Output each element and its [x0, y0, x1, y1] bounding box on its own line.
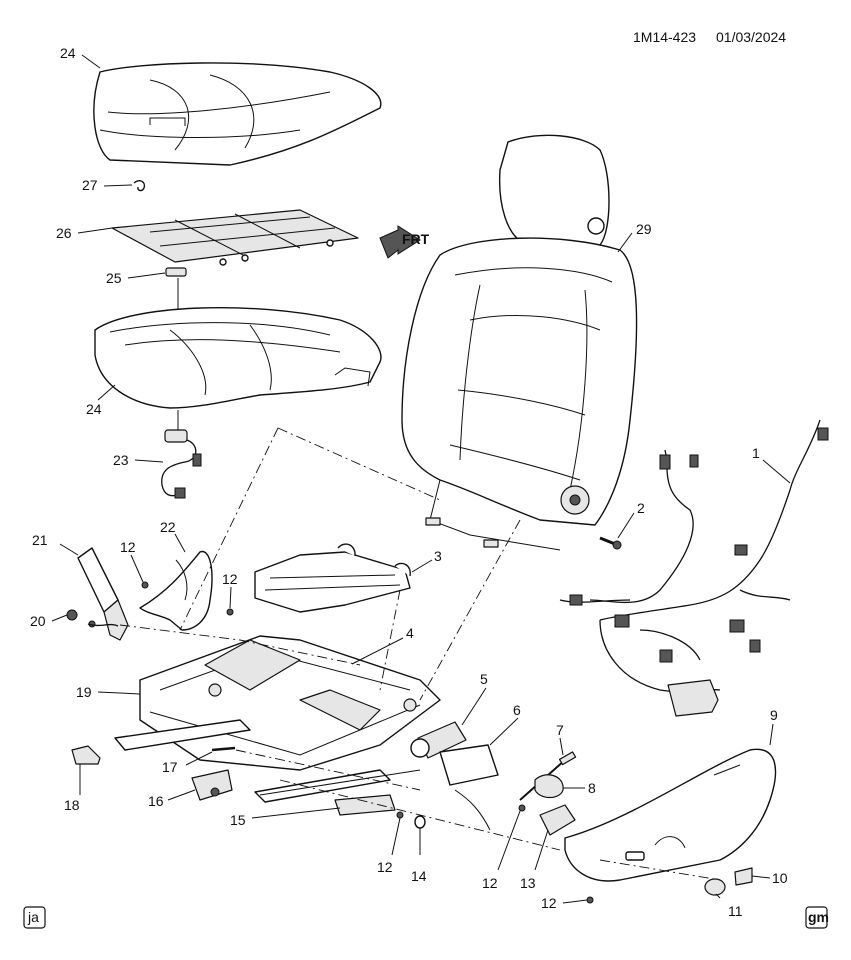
callout-1: 1	[752, 445, 760, 461]
callout-4: 4	[406, 625, 414, 641]
callout-17: 17	[162, 759, 178, 775]
svg-text:gm: gm	[808, 909, 829, 925]
tube-15	[334, 794, 396, 816]
forward-arrow: FRT	[379, 225, 430, 259]
belt-buckle	[77, 547, 129, 641]
diagram-code: 1M14-423	[633, 29, 696, 45]
callout-9: 9	[770, 707, 778, 723]
callout-16: 16	[148, 793, 164, 809]
screw-12-icon	[586, 896, 594, 904]
seat-adjuster-frame	[114, 635, 441, 803]
callout-7: 7	[556, 722, 564, 738]
assembly-centerlines	[119, 427, 721, 881]
callout-27: 27	[82, 177, 98, 193]
callout-15: 15	[230, 812, 246, 828]
svg-text:FRT: FRT	[402, 231, 430, 247]
seat-side-shield	[564, 748, 777, 882]
callout-12-e: 12	[541, 895, 557, 911]
callout-13: 13	[520, 875, 536, 891]
callout-12-d: 12	[482, 875, 498, 891]
adjuster-motor	[191, 769, 233, 801]
switch-knob-11	[704, 878, 726, 896]
callout-22: 22	[160, 519, 176, 535]
diagram-date: 01/03/2024	[716, 29, 786, 45]
nut-20-icon	[66, 609, 78, 621]
callout-10: 10	[772, 870, 788, 886]
washer-14-icon	[414, 815, 426, 829]
switch-knob-10	[734, 867, 753, 886]
side-trim-panel	[139, 550, 213, 631]
callout-25: 25	[106, 270, 122, 286]
seat-motor	[410, 721, 467, 759]
callout-11: 11	[728, 903, 743, 919]
callout-29: 29	[636, 221, 652, 237]
support-bracket	[439, 744, 499, 831]
svg-text:ja: ja	[27, 909, 39, 925]
callout-23: 23	[113, 452, 129, 468]
seat-cushion-cover	[93, 62, 382, 166]
screw-12-icon	[396, 811, 404, 819]
callout-21: 21	[32, 532, 48, 548]
callout-28: 24	[60, 45, 76, 61]
callout-3: 3	[434, 548, 442, 564]
callout-12-b: 12	[222, 571, 238, 587]
screw-12-icon	[518, 804, 526, 812]
seat-cushion-pan	[111, 209, 359, 266]
callout-6: 6	[513, 702, 521, 718]
corner-badge-left: ja	[23, 906, 46, 929]
callout-12-a: 12	[120, 539, 136, 555]
seat-adjuster-switch	[539, 804, 576, 836]
seat-back-assembly	[401, 134, 638, 551]
callout-2: 2	[637, 500, 645, 516]
heater-harness	[161, 410, 202, 499]
callout-14: 14	[411, 868, 427, 884]
seat-mat	[254, 543, 411, 613]
callout-12-c: 12	[377, 859, 393, 875]
wiring-harness	[559, 419, 829, 717]
sensor-pad	[165, 267, 187, 277]
seat-cushion-pad	[94, 306, 382, 409]
lumbar-switch	[534, 774, 564, 799]
clip-27-icon	[133, 180, 146, 192]
screw-12-icon	[226, 608, 234, 616]
callout-24: 24	[86, 401, 102, 417]
track-end-cap	[71, 745, 101, 765]
bolt-17-icon	[211, 746, 236, 752]
callout-26: 26	[56, 225, 72, 241]
bolt-2-icon	[599, 536, 622, 550]
screw-12-icon	[141, 581, 149, 589]
callout-5: 5	[480, 671, 488, 687]
callout-8: 8	[588, 780, 596, 796]
callout-20: 20	[30, 613, 46, 629]
callout-19: 19	[76, 684, 92, 700]
corner-badge-right: gm	[805, 906, 829, 929]
callout-18: 18	[64, 797, 80, 813]
callout-labels: 24 27 26 25 24 23 29 1 2 3 4 21 22 12 12…	[30, 45, 791, 919]
